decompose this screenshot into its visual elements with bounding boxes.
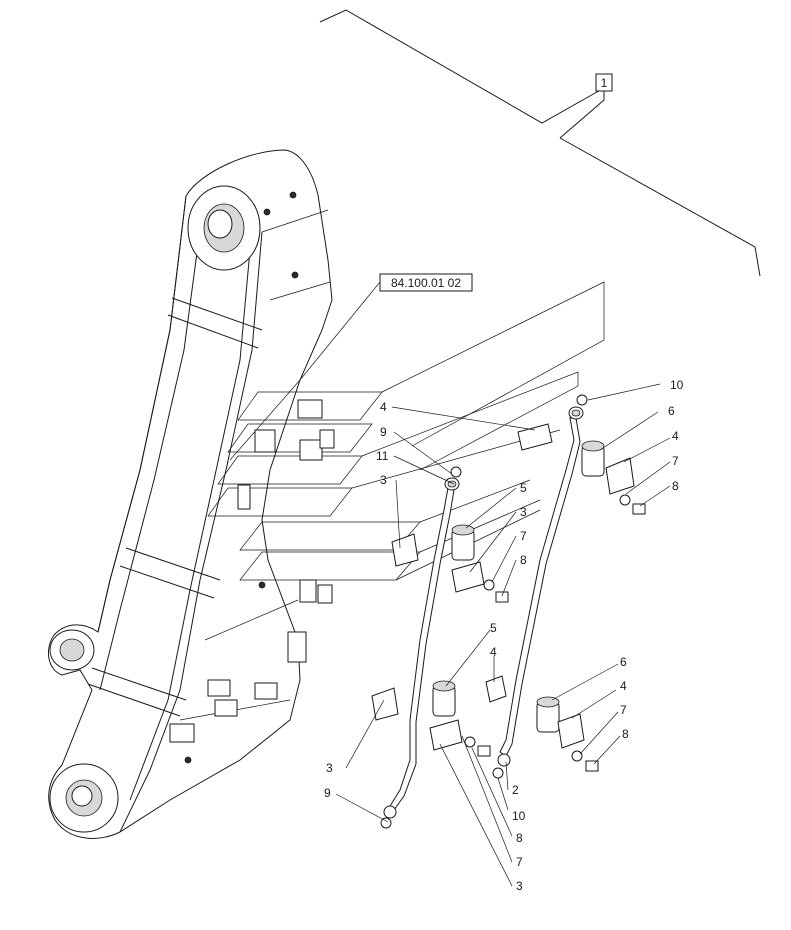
clamp-upper-right: [581, 440, 605, 477]
assembly-bracket: [319, 9, 761, 277]
callout-5: 5: [490, 621, 497, 635]
callout-11: 11: [376, 449, 389, 463]
callout-4: 4: [672, 429, 679, 443]
callout-10: 10: [512, 809, 526, 823]
hydraulic-pipe-left: [383, 477, 460, 819]
explosion-guide-lines: [351, 281, 605, 581]
callout-7: 7: [672, 454, 679, 468]
callout-3: 3: [520, 505, 527, 519]
callout-7: 7: [520, 529, 527, 543]
callout-numbers: 10 6 4 7 8 4 9 11 3 5 3 7 8 5 4 6 4 7 8 …: [324, 378, 684, 893]
callout-leaders: [335, 383, 671, 887]
assembly-number: 1: [601, 76, 608, 90]
callout-10: 10: [670, 378, 684, 392]
callout-8: 8: [672, 479, 679, 493]
clamp-upper-left: [451, 524, 475, 561]
callout-6: 6: [620, 655, 627, 669]
callout-4: 4: [490, 645, 497, 659]
fasteners: [464, 494, 646, 772]
callout-7: 7: [516, 855, 523, 869]
callout-8: 8: [516, 831, 523, 845]
callout-3: 3: [516, 879, 523, 893]
boom-arm: [47, 149, 333, 839]
hydraulic-pipe-right: [497, 406, 584, 767]
reference-label: 84.100.01 02: [391, 276, 461, 290]
boom-bracket-group: [207, 391, 421, 604]
clamp-lower-left: [432, 680, 456, 717]
reference-leader: [299, 281, 381, 381]
callout-8: 8: [520, 553, 527, 567]
clamp-lower-right: [536, 696, 560, 733]
reference-box[interactable]: 84.100.01 02: [379, 273, 473, 292]
callout-4: 4: [620, 679, 627, 693]
callout-4: 4: [380, 400, 387, 414]
o-ring-group: [380, 394, 588, 829]
callout-9: 9: [380, 425, 387, 439]
callout-2: 2: [512, 783, 519, 797]
callout-5: 5: [520, 481, 527, 495]
callout-8: 8: [622, 727, 629, 741]
callout-3: 3: [380, 473, 387, 487]
callout-9: 9: [324, 786, 331, 800]
assembly-number-box[interactable]: 1: [595, 73, 613, 92]
callout-7: 7: [620, 703, 627, 717]
callout-6: 6: [668, 404, 675, 418]
callout-3: 3: [326, 761, 333, 775]
